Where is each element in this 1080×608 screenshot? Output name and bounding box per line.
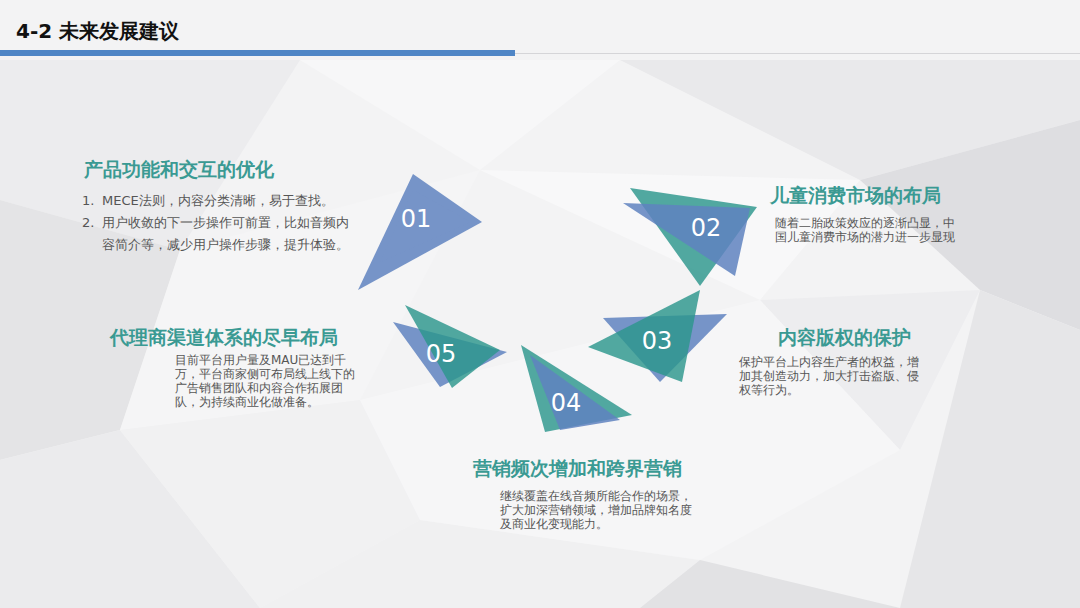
section-text: 随着二胎政策效应的逐渐凸显，中国儿童消费市场的潜力进一步显现	[775, 216, 960, 244]
step-number: 02	[691, 216, 722, 240]
step-number: 04	[551, 391, 582, 415]
number-triangle: 03	[588, 290, 727, 382]
triangle-shape	[358, 174, 482, 290]
list-marker: 1.	[82, 190, 100, 212]
number-triangle: 01	[358, 174, 482, 290]
section-heading: 内容版权的保护	[778, 326, 911, 349]
section-text: 继续覆盖在线音频所能合作的场景，扩大加深营销领域，增加品牌知名度及商业化变现能力…	[500, 489, 692, 531]
step-number: 01	[401, 207, 432, 231]
number-triangle: 02	[623, 188, 757, 286]
number-triangle: 04	[521, 345, 632, 432]
section-heading: 儿童消费市场的布局	[770, 184, 941, 207]
step-number: 05	[426, 342, 457, 366]
slide-title: 4-2 未来发展建议	[16, 18, 179, 45]
triangle-shape	[521, 345, 632, 432]
section-heading: 代理商渠道体系的尽早布局	[110, 326, 338, 349]
list-item: MECE法则，内容分类清晰，易于查找。	[102, 190, 362, 212]
triangle-shape	[623, 188, 757, 286]
section-text: 保护平台上内容生产者的权益，增加其创造动力，加大打击盗版、侵权等行为。	[739, 355, 924, 397]
list-item: 用户收敛的下一步操作可前置，比如音频内容简介等，减少用户操作步骤，提升体验。	[102, 212, 354, 256]
section-heading: 营销频次增加和跨界营销	[473, 457, 682, 480]
list-marker: 2.	[82, 212, 100, 234]
number-triangle: 05	[393, 305, 507, 388]
step-number: 03	[642, 329, 673, 353]
section-text: 目前平台用户量及MAU已达到千万，平台商家侧可布局线上线下的广告销售团队和内容合…	[175, 353, 355, 410]
section-heading: 产品功能和交互的优化	[84, 158, 274, 181]
